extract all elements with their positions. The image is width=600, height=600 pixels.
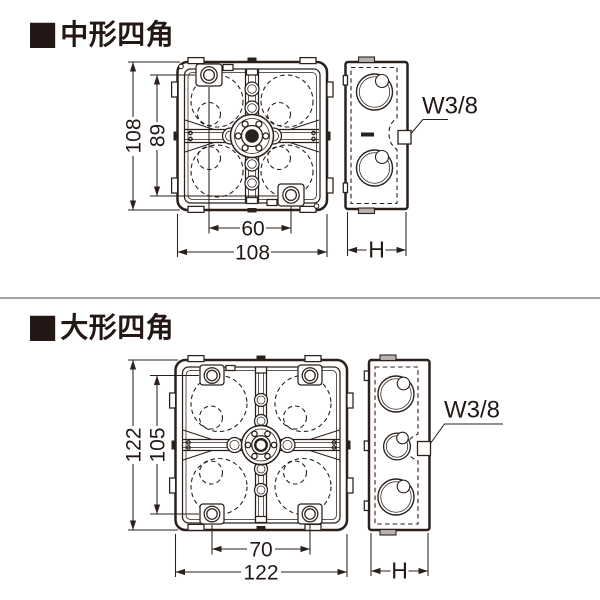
- large-thread-size-label: W3/8: [444, 397, 500, 424]
- section-divider: [0, 296, 600, 299]
- large-front-view: [168, 354, 354, 532]
- side-knockout-bottom: [355, 149, 394, 187]
- thread-leader-line: [429, 423, 503, 445]
- section-title-text: 大形四角: [60, 312, 175, 343]
- thread-boss-notch: [416, 440, 432, 457]
- section-bullet-icon: ■: [27, 306, 59, 345]
- large-screw-pitch-v-dim: 105: [147, 427, 170, 462]
- center-hub: [240, 424, 282, 466]
- medium-screw-pitch-h-dim: 60: [241, 218, 264, 241]
- thread-boss-notch: [397, 129, 412, 145]
- side-knockout-top: [355, 73, 394, 111]
- thread-leader-line: [410, 118, 448, 134]
- large-outer-height-dim: 122: [123, 427, 146, 462]
- large-dimensions: 122 105 70 122 H W3/8: [123, 359, 500, 585]
- screw-boss-top-right: [297, 364, 323, 386]
- medium-depth-dim: H: [368, 237, 385, 263]
- center-hub: [229, 113, 275, 159]
- side-knockout-bottom: [377, 478, 415, 516]
- screw-boss-top-left: [199, 364, 236, 386]
- screw-boss-bottom-right: [266, 183, 305, 207]
- section-title-medium: ■ 中形四角: [27, 13, 174, 53]
- screw-boss-top-left: [195, 63, 234, 87]
- medium-outer-height-dim: 108: [123, 118, 146, 153]
- side-knockout-top: [377, 375, 415, 413]
- section-title-text: 中形四角: [60, 19, 175, 50]
- screw-boss-bottom-right: [297, 503, 323, 525]
- section-bullet-icon: ■: [27, 13, 59, 52]
- section-title-large: ■ 大形四角: [27, 306, 174, 346]
- conduit-knockouts: [226, 392, 296, 498]
- medium-outer-width-dim: 108: [235, 242, 270, 265]
- medium-thread-size-label: W3/8: [422, 93, 478, 120]
- medium-screw-pitch-v-dim: 89: [147, 124, 170, 147]
- medium-dimensions: 108 89 60 108 H W3/8: [123, 61, 478, 265]
- large-outer-width-dim: 122: [243, 562, 278, 585]
- side-knockout-middle: [382, 431, 412, 461]
- medium-front-view: [170, 56, 334, 214]
- large-screw-pitch-h-dim: 70: [249, 539, 272, 562]
- large-depth-dim: H: [391, 558, 408, 584]
- large-side-view: [363, 354, 503, 536]
- screw-boss-bottom-left: [199, 503, 225, 525]
- medium-side-view: [342, 56, 448, 215]
